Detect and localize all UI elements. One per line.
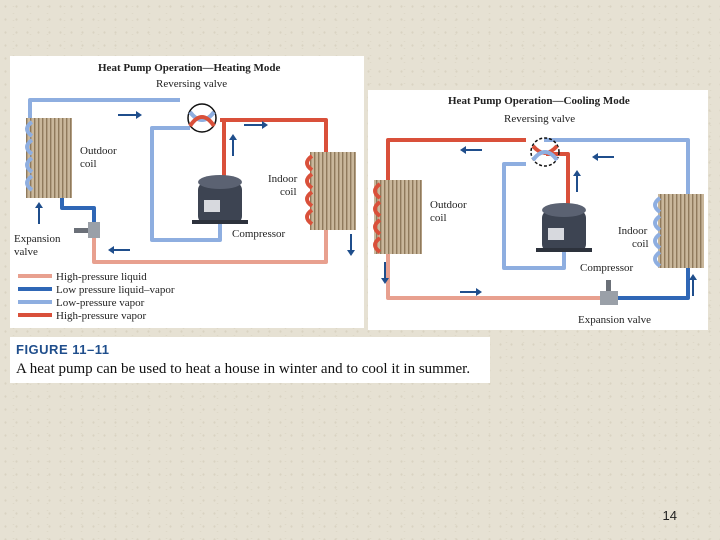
heating-expansion-label-1: Expansion	[14, 233, 61, 245]
cooling-mode-panel: Heat Pump Operation—Cooling Mode Reversi…	[368, 90, 708, 330]
heating-outdoor-label-1: Outdoor	[80, 145, 117, 157]
pipe-low-pressure-liquid-vapor	[618, 268, 690, 300]
cooling-diagram: Heat Pump Operation—Cooling Mode Reversi…	[373, 95, 704, 326]
cooling-reversing-valve-label: Reversing valve	[504, 113, 575, 125]
heating-indoor-label-1: Indoor	[268, 173, 298, 185]
pipe-high-pressure-liquid	[92, 228, 328, 264]
arrow-left-icon	[108, 246, 130, 254]
arrow-right-icon	[244, 121, 268, 129]
cooling-outdoor-label-2: coil	[430, 212, 447, 224]
cooling-compressor	[536, 203, 592, 252]
arrow-left-icon	[592, 153, 614, 161]
pipe-compressor-suction	[150, 126, 222, 242]
arrow-up-icon	[35, 202, 43, 224]
cooling-indoor-coil	[653, 194, 704, 268]
figure-caption-text: A heat pump can be used to heat a house …	[16, 361, 471, 377]
pipe-high-pressure-vapor	[220, 118, 328, 152]
heating-diagram: Heat Pump Operation—Heating Mode Reversi…	[14, 62, 356, 322]
heating-outdoor-label-2: coil	[80, 158, 97, 170]
arrow-up-icon	[573, 170, 581, 192]
heating-flow-arrows	[35, 111, 355, 256]
arrow-left-icon	[460, 146, 482, 154]
arrow-up-icon	[689, 274, 697, 296]
heating-reversing-valve	[187, 103, 217, 133]
pipe-low-pressure-vapor	[28, 98, 180, 120]
cooling-pipes	[386, 138, 690, 300]
legend-label-3: High-pressure vapor	[56, 310, 146, 322]
arrow-up-icon	[229, 134, 237, 156]
page-number: 14	[662, 508, 677, 523]
cooling-expansion-label: Expansion valve	[578, 314, 651, 326]
heating-mode-panel: Heat Pump Operation—Heating Mode Reversi…	[10, 56, 364, 328]
cooling-indoor-label-2: coil	[632, 238, 649, 250]
heating-indoor-label-2: coil	[280, 186, 297, 198]
pipe-high-pressure-vapor	[386, 138, 526, 182]
cooling-outdoor-coil	[373, 180, 422, 254]
cooling-compressor-label: Compressor	[580, 262, 634, 274]
arrow-right-icon	[118, 111, 142, 119]
heating-reversing-valve-label: Reversing valve	[156, 78, 227, 90]
heating-title: Heat Pump Operation—Heating Mode	[98, 62, 281, 74]
cooling-outdoor-label-1: Outdoor	[430, 199, 467, 211]
pipe-compressor-suction	[502, 162, 566, 270]
cooling-reversing-valve	[530, 137, 560, 167]
heating-outdoor-coil	[25, 118, 72, 198]
heating-expansion-label-2: valve	[14, 246, 38, 258]
figure-label: FIGURE 11–11	[16, 342, 110, 357]
arrow-down-icon	[381, 262, 389, 284]
figure-caption: FIGURE 11–11 A heat pump can be used to …	[10, 337, 490, 383]
arrow-down-icon	[347, 234, 355, 256]
legend: High-pressure liquid Low pressure liquid…	[18, 271, 175, 322]
cooling-indoor-label-1: Indoor	[618, 225, 648, 237]
pipe-low-pressure-liquid-vapor	[60, 196, 96, 222]
heating-pipes	[28, 98, 328, 264]
legend-label-1: Low pressure liquid–vapor	[56, 284, 175, 296]
heating-expansion-valve	[74, 222, 100, 238]
heating-compressor-label: Compressor	[232, 228, 286, 240]
pipe-compressor-discharge	[546, 152, 570, 208]
pipe-low-pressure-vapor	[544, 138, 690, 194]
arrow-right-icon	[460, 288, 482, 296]
heating-indoor-coil	[305, 152, 356, 230]
heating-compressor	[192, 175, 248, 224]
cooling-title: Heat Pump Operation—Cooling Mode	[448, 95, 630, 107]
legend-label-2: Low-pressure vapor	[56, 297, 145, 309]
legend-label-0: High-pressure liquid	[56, 271, 147, 283]
pipe-high-pressure-liquid	[386, 252, 600, 300]
cooling-expansion-valve	[600, 280, 618, 305]
cooling-flow-arrows	[381, 146, 697, 296]
